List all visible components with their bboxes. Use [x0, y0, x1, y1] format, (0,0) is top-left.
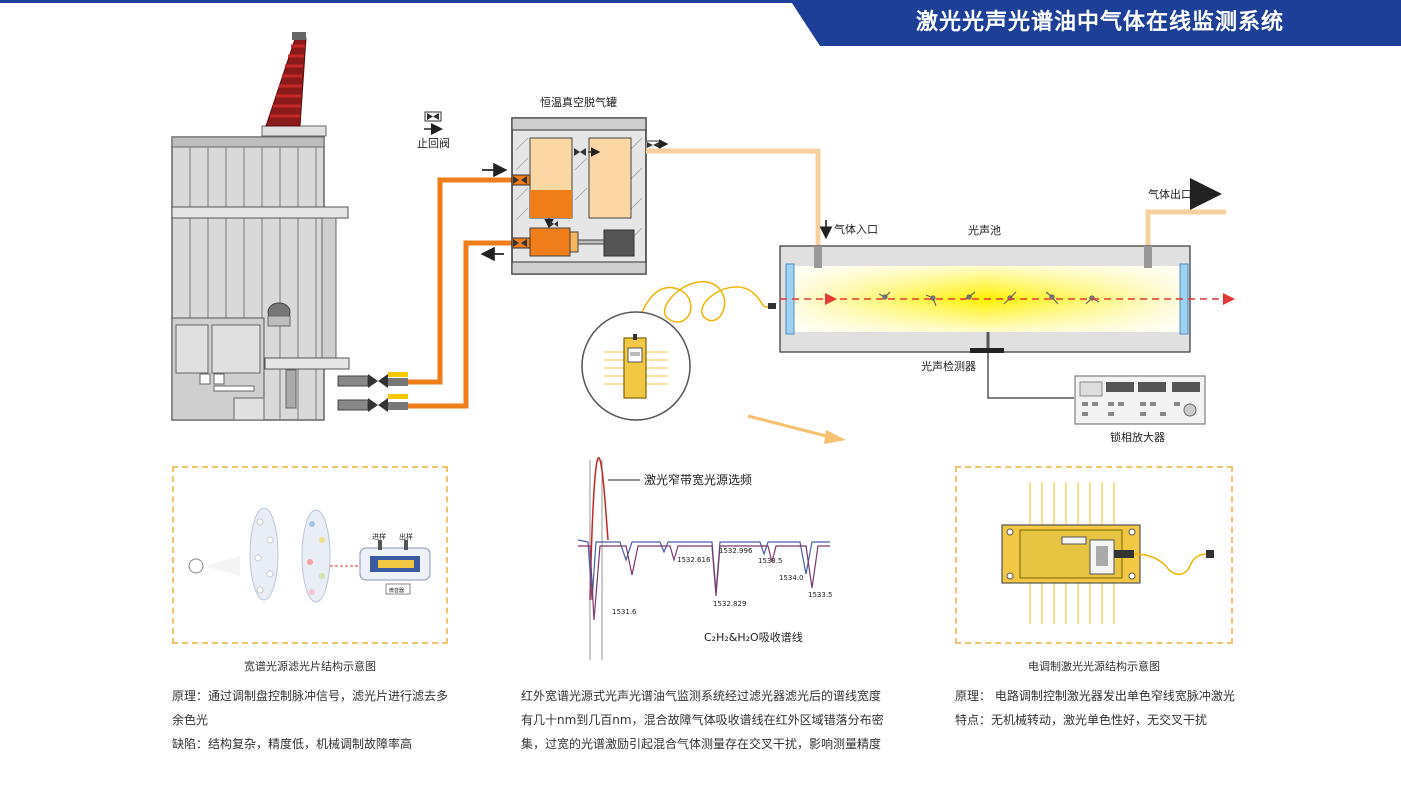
laser-module-zoom [581, 311, 691, 421]
photoacoustic-cell-label: 光声池 [968, 223, 1001, 237]
broadband-filter-panel [172, 466, 448, 644]
middle-text: 红外宽谱光源式光声光谱油气监测系统经过滤光器滤光后的谱线宽度 有几十nm到几百n… [521, 684, 901, 756]
right-panel-text: 原理： 电路调制控制激光器发出单色窄线宽脉冲激光 特点：无机械转动，激光单色性好… [955, 684, 1255, 732]
left-panel-caption: 宽谱光源滤光片结构示意图 [244, 660, 376, 673]
text-line: 原理：通过调制盘控制脉冲信号，滤光片进行滤去多 [172, 689, 449, 703]
gas-molecules [878, 291, 1100, 307]
text-line: 缺陷：结构复杂，精度低，机械调制故障率高 [172, 737, 413, 751]
gas-pipe [646, 148, 1226, 247]
bushing-insulator [261, 32, 327, 137]
lockin-amp-label: 锁相放大器 [1110, 430, 1165, 444]
transformer [171, 136, 350, 421]
check-valve-label: 止回阀 [417, 136, 450, 150]
title-banner [0, 0, 1401, 46]
lockin-amplifier [1074, 375, 1206, 425]
text-line: 有几十nm到几百nm，混合故障气体吸收谱线在红外区域错落分布密 [521, 713, 884, 727]
in-label: 进样 [372, 532, 386, 541]
text-line: 原理： 电路调制控制激光器发出单色窄线宽脉冲激光 [955, 689, 1235, 703]
detector-label: 微音器 [389, 587, 404, 594]
text-line: 集，过宽的光谱激励引起混合气体测量存在交叉干扰，影响测量精度 [521, 737, 882, 751]
laser-source-panel [955, 466, 1233, 644]
oil-pipe [408, 177, 513, 409]
pa-detector-label: 光声检测器 [921, 359, 976, 373]
peak-label: 1532.996 [719, 547, 753, 555]
text-line: 余色光 [172, 713, 209, 727]
peak-label: 1533.5 [808, 591, 833, 599]
laser-module-illustration [1001, 482, 1214, 624]
out-label: 出样 [399, 532, 413, 541]
degas-tank [511, 117, 669, 275]
peak-label: 1532.616 [677, 556, 711, 564]
peak-label: 1534.0 [779, 574, 804, 582]
fiber-connector [768, 303, 776, 309]
spectrum-annotation: 激光窄带宽光源选频 [644, 472, 752, 487]
gas-inlet-label: 气体入口 [834, 222, 878, 236]
check-valve-legend [424, 111, 443, 135]
signal-cable [987, 353, 1074, 399]
broadband-filter-illustration [188, 507, 431, 603]
peak-label: 1533.5 [758, 557, 783, 565]
page-title: 激光光声光谱油中气体在线监测系统 [915, 10, 1284, 35]
oil-valves [337, 372, 408, 412]
peak-label: 1531.6 [612, 608, 637, 616]
peak-label: 1532.829 [713, 600, 746, 608]
degas-tank-label: 恒温真空脱气罐 [540, 95, 617, 109]
photoacoustic-cell [779, 245, 1235, 353]
pointer-arrow [747, 414, 846, 444]
absorption-spectrum [577, 457, 830, 660]
spectrum-title: C₂H₂&H₂O吸收谱线 [704, 630, 803, 644]
text-line: 特点：无机械转动，激光单色性好，无交叉干扰 [955, 713, 1208, 727]
right-panel-caption: 电调制激光光源结构示意图 [1028, 660, 1160, 673]
optical-fiber [635, 281, 773, 341]
left-panel-text: 原理：通过调制盘控制脉冲信号，滤光片进行滤去多 余色光 缺陷：结构复杂，精度低，… [172, 684, 462, 756]
text-line: 红外宽谱光源式光声光谱油气监测系统经过滤光器滤光后的谱线宽度 [521, 689, 882, 703]
gas-outlet-label: 气体出口 [1148, 187, 1192, 201]
